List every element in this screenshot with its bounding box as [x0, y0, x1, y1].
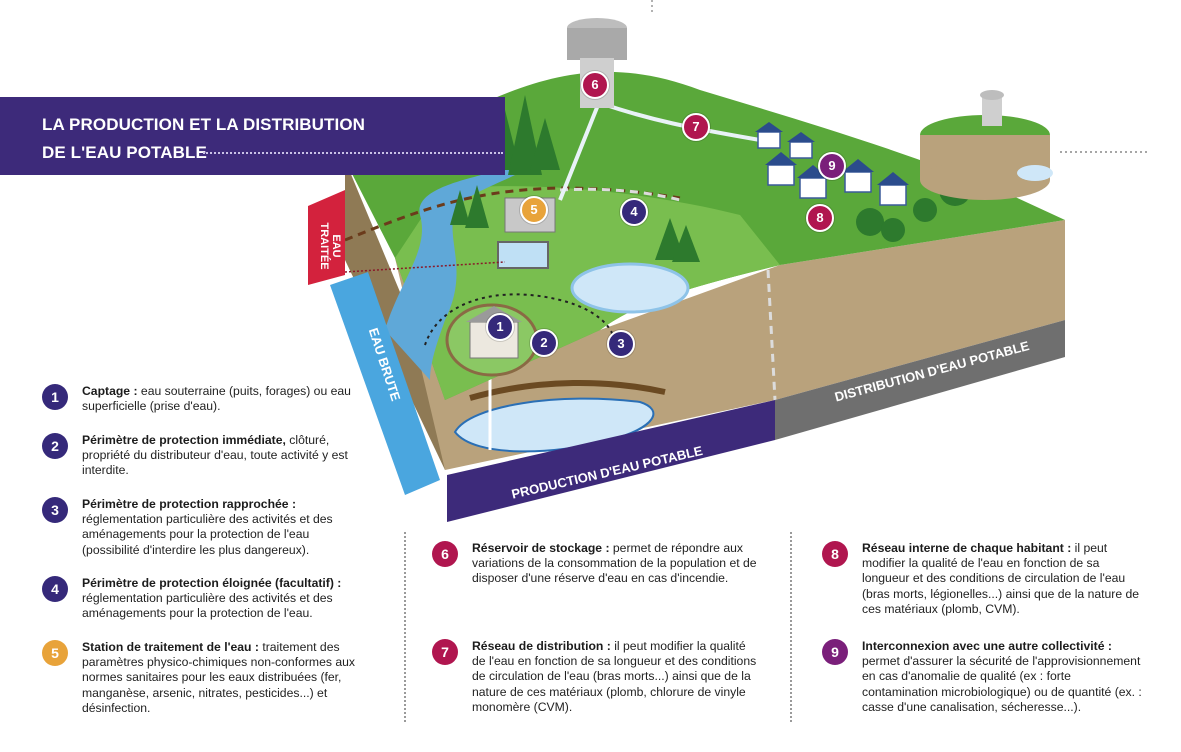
legend-item-9: 9 Interconnexion avec une autre collecti…: [822, 639, 1142, 715]
legend-item-7: 7 Réseau de distribution : il peut modif…: [432, 639, 762, 715]
marker-1: 1: [486, 313, 514, 341]
marker-6: 6: [581, 71, 609, 99]
legend-item-6: 6 Réservoir de stockage : permet de répo…: [432, 541, 762, 587]
column-divider: [404, 532, 406, 722]
legend-item-3: 3 Périmètre de protection rapprochée : r…: [42, 497, 362, 558]
page-title-line1: LA PRODUCTION ET LA DISTRIBUTION: [42, 115, 366, 134]
band-production: [447, 400, 775, 522]
legend-badge: 7: [432, 639, 458, 665]
legend-item-5: 5 Station de traitement de l'eau : trait…: [42, 640, 367, 716]
forest: [450, 95, 700, 262]
marker-3: 3: [607, 330, 635, 358]
marker-2: 2: [530, 329, 558, 357]
legend-heading: Réseau interne de chaque habitant :: [862, 541, 1072, 555]
legend-badge: 9: [822, 639, 848, 665]
page-title-line2: DE L'EAU POTABLE: [42, 143, 207, 162]
village: [757, 131, 907, 206]
legend-text: il peut modifier la qualité de l'eau en …: [862, 541, 1140, 616]
legend-item-1: 1 Captage : eau souterraine (puits, fora…: [42, 384, 362, 414]
legend-heading: Périmètre de protection éloignée (facult…: [82, 576, 342, 590]
legend-badge: 1: [42, 384, 68, 410]
legend-badge: 6: [432, 541, 458, 567]
legend-heading: Périmètre de protection rapprochée :: [82, 497, 297, 511]
legend-heading: Interconnexion avec une autre collectivi…: [862, 639, 1112, 653]
legend-item-2: 2 Périmètre de protection immédiate, clô…: [42, 433, 362, 479]
band-eau-traitee: [308, 190, 345, 285]
legend-text: réglementation particulière des activité…: [82, 591, 333, 621]
legend-heading: Réservoir de stockage :: [472, 541, 610, 555]
band-distribution: [775, 320, 1065, 440]
legend-heading: Station de traitement de l'eau :: [82, 640, 259, 654]
legend-badge: 5: [42, 640, 68, 666]
column-divider: [790, 532, 792, 722]
marker-5: 5: [520, 196, 548, 224]
legend-heading: Réseau de distribution :: [472, 639, 611, 653]
legend-text: permet de répondre aux variations de la …: [472, 541, 757, 586]
legend-item-4: 4 Périmètre de protection éloignée (facu…: [42, 576, 367, 622]
legend-text: eau souterraine (puits, forages) ou eau …: [82, 384, 351, 414]
aquifer: [453, 397, 655, 453]
legend-item-8: 8 Réseau interne de chaque habitant : il…: [822, 541, 1142, 617]
title-dotted-rule: [203, 152, 503, 154]
pond: [570, 262, 690, 314]
band-eau-brute: [330, 272, 440, 495]
marker-8: 8: [806, 204, 834, 232]
legend-heading: Captage :: [82, 384, 138, 398]
marker-4: 4: [620, 198, 648, 226]
legend-badge: 8: [822, 541, 848, 567]
river: [385, 165, 515, 380]
legend-heading: Périmètre de protection immédiate,: [82, 433, 286, 447]
legend-text: clôturé, propriété du distributeur d'eau…: [82, 433, 348, 478]
title-banner: LA PRODUCTION ET LA DISTRIBUTION DE L'EA…: [0, 97, 505, 175]
legend-text: permet d'assurer la sécurité de l'approv…: [862, 654, 1142, 714]
legend-text: il peut modifier la qualité de l'eau en …: [472, 639, 757, 714]
label-eau-traitee: EAU TRAITÉE: [318, 222, 342, 270]
legend-badge: 3: [42, 497, 68, 523]
legend-text: traitement des paramètres physico-chimiq…: [82, 640, 355, 715]
marker-7: 7: [682, 113, 710, 141]
legend-text: réglementation particulière des activité…: [82, 512, 333, 557]
legend-badge: 2: [42, 433, 68, 459]
marker-9: 9: [818, 152, 846, 180]
legend-badge: 4: [42, 576, 68, 602]
